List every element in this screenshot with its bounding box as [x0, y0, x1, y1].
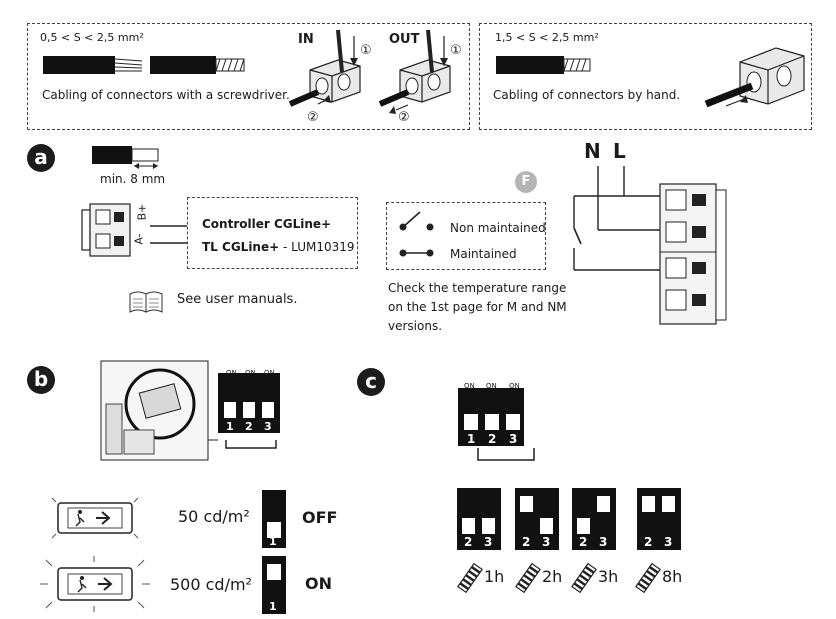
hand-caption: Cabling of connectors by hand.: [493, 88, 681, 102]
dip-option-8h-icon: [637, 488, 681, 550]
strip-length-wire-icon: [92, 146, 159, 169]
option-3h-switch-3: 3: [599, 535, 608, 549]
option-3h-switch-2: 2: [579, 535, 588, 549]
exit-sign-high-icon: [40, 556, 150, 612]
tl-label: TL CGLine+ - LUM10319: [202, 240, 355, 254]
option-2h-switch-2: 2: [522, 535, 531, 549]
controller-box: [187, 197, 358, 269]
section-a-badge: a: [27, 144, 55, 172]
wire-range-label-screwdriver: 0,5 < S < 2,5 mm²: [40, 31, 144, 44]
maintained-label: Maintained: [450, 247, 517, 261]
manual-text: See user manuals.: [177, 292, 298, 307]
mains-n-label: N: [584, 139, 601, 163]
book-icon: [129, 291, 163, 313]
step-1-marker-out: ①: [450, 43, 462, 58]
battery-8h-icon: [635, 562, 661, 594]
tl-label-rest: - LUM10319: [279, 240, 355, 254]
mode-box: [386, 202, 546, 270]
dip-c-num-1: 1: [467, 432, 476, 446]
exit-sign-low-icon: [51, 497, 139, 539]
non-maintained-switch-icon: [399, 211, 434, 231]
connector-hand-icon: [704, 47, 805, 108]
dip-c-num-2: 2: [488, 432, 497, 446]
dip-switch-c-icon: [458, 388, 524, 446]
dip-option-2h-icon: [515, 488, 559, 550]
option-1h-switch-3: 3: [484, 535, 493, 549]
section-c-badge: c: [357, 368, 385, 396]
option-8h-switch-2: 2: [644, 535, 653, 549]
hand-cabling-panel: [479, 23, 812, 130]
dip-b-num-2: 2: [245, 420, 253, 433]
duration-1h-label: 1h: [484, 567, 505, 586]
controller-label: Controller CGLine+: [202, 217, 332, 231]
stripped-wire-solid-icon: [150, 56, 245, 74]
screwdriver-caption: Cabling of connectors with a screwdriver…: [42, 88, 290, 102]
switch-on-icon: [262, 556, 286, 614]
temperature-note-line-2: on the 1st page for M and NM: [388, 300, 567, 314]
maintained-switch-icon: [399, 249, 434, 257]
stripped-wire-fine-strands-icon: [43, 56, 143, 74]
dip-switch-b-icon: [218, 373, 280, 433]
duration-3h-label: 3h: [598, 567, 619, 586]
f-badge: F: [515, 171, 537, 193]
mains-l-label: L: [613, 139, 626, 163]
out-label: OUT: [389, 32, 420, 47]
switch-off-number: 1: [269, 535, 277, 548]
connector-out-icon: [378, 29, 451, 114]
dip-b-num-3: 3: [264, 420, 272, 433]
state-off-label: OFF: [302, 508, 338, 527]
switch-on-number: 1: [269, 600, 277, 613]
wire-range-label-hand: 1,5 < S < 2,5 mm²: [495, 31, 599, 44]
dip-c-num-3: 3: [509, 432, 518, 446]
connector-in-icon: [288, 29, 361, 107]
product-photo-dip-location: [100, 360, 209, 461]
stripped-wire-hand-icon: [496, 56, 591, 74]
dip-c-on-2: ON: [486, 382, 497, 390]
temperature-note-line-1: Check the temperature range: [388, 281, 567, 295]
option-8h-switch-3: 3: [664, 535, 673, 549]
non-maintained-label: Non maintained: [450, 221, 546, 235]
strip-length-label: min. 8 mm: [100, 172, 166, 186]
section-b-badge: b: [27, 366, 55, 394]
mains-wiring-icon: [573, 166, 660, 271]
state-on-label: ON: [305, 574, 332, 593]
screwdriver-cabling-panel: [27, 23, 470, 130]
option-2h-switch-3: 3: [542, 535, 551, 549]
dip-b-num-1: 1: [226, 420, 234, 433]
tl-label-bold: TL CGLine+: [202, 240, 280, 254]
step-2-marker-in: ②: [307, 110, 319, 125]
dip-option-1h-icon: [457, 488, 501, 550]
luminance-high-label: 500 cd/m²: [170, 575, 252, 594]
dip-option-3h-icon: [572, 488, 616, 550]
mains-terminal-block-icon: [659, 183, 727, 325]
duration-2h-label: 2h: [542, 567, 563, 586]
step-2-marker-out: ②: [398, 110, 410, 125]
option-1h-switch-2: 2: [464, 535, 473, 549]
luminance-low-label: 50 cd/m²: [178, 507, 250, 526]
in-label: IN: [298, 32, 314, 47]
switch-off-icon: [262, 490, 286, 548]
temperature-note-line-3: versions.: [388, 319, 443, 333]
duration-8h-label: 8h: [662, 567, 683, 586]
dip-c-on-1: ON: [464, 382, 475, 390]
battery-3h-icon: [571, 562, 597, 594]
dip-c-on-3: ON: [509, 382, 520, 390]
battery-1h-icon: [457, 562, 483, 594]
step-1-marker-in: ①: [360, 43, 372, 58]
battery-2h-icon: [515, 562, 541, 594]
bus-connector-icon: [81, 203, 131, 257]
